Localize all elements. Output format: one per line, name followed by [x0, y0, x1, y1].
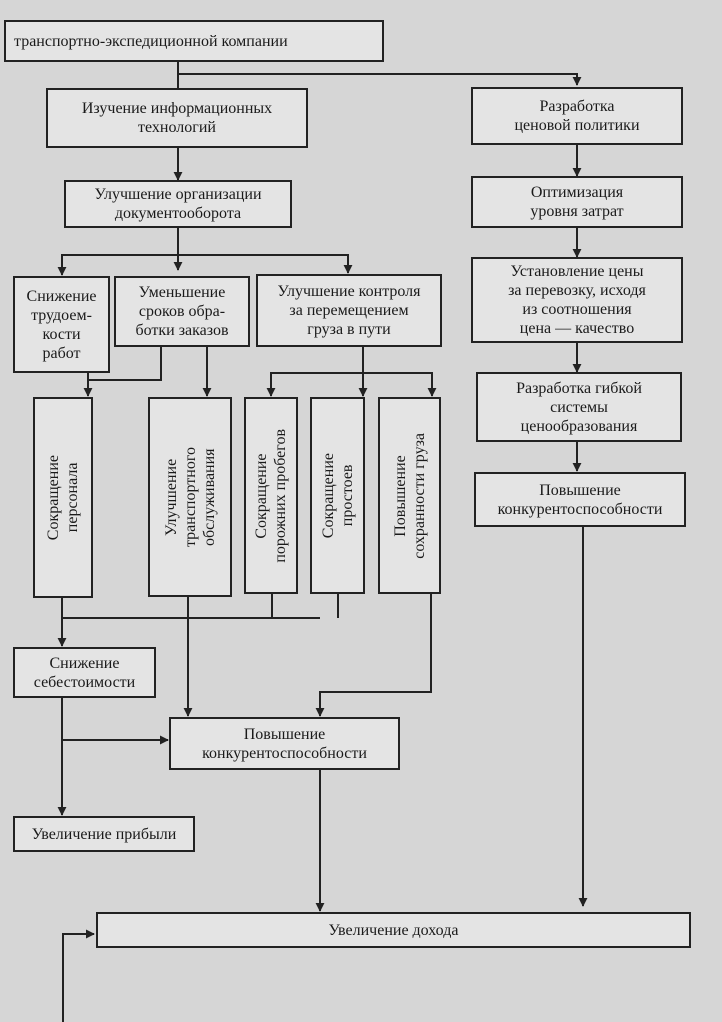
box-empty-runs: Сокращение порожних пробегов [244, 397, 298, 594]
box-profit: Увеличение прибыли [13, 816, 195, 852]
box-competitiveness-center: Повышение конкурентоспособности [169, 717, 400, 770]
box-order-time: Уменьшение сроков обра- ботки заказов [114, 276, 250, 347]
link-top-right [178, 73, 582, 86]
box-info-tech: Изучение информационных технологий [46, 88, 308, 148]
box-cost-reduction: Снижение себестоимости [13, 647, 156, 698]
box-cargo-safety: Повышение сохранности груза [378, 397, 441, 594]
link-split-left [57, 254, 178, 276]
box-set-price: Установление цены за перевозку, исходя и… [471, 257, 683, 343]
link-control-safety [363, 372, 437, 397]
link-feedback-income [62, 929, 95, 1022]
box-transport-service: Улучшение транспортного обслуживания [148, 397, 232, 597]
box-idle: Сокращение простоев [310, 397, 365, 594]
box-top: транспортно-экспедиционной компании [4, 20, 384, 62]
box-income: Увеличение дохода [96, 912, 691, 948]
link-safety-center [315, 594, 432, 717]
box-doc-flow: Улучшение организации документооборота [64, 180, 292, 228]
link-split-right [178, 254, 353, 274]
box-labor: Снижение трудоем- кости работ [13, 276, 110, 373]
box-competitiveness-right: Повышение конкурентоспособности [474, 472, 686, 527]
link-control-empty [266, 372, 363, 397]
link-vertical-merge [61, 598, 320, 619]
box-flex-pricing: Разработка гибкой системы ценообразовани… [476, 372, 682, 442]
box-staff: Сокращение персонала [33, 397, 93, 598]
box-cost-opt: Оптимизация уровня затрат [471, 176, 683, 228]
box-price-policy: Разработка ценовой политики [471, 87, 683, 145]
box-cargo-control: Улучшение контроля за перемещением груза… [256, 274, 442, 347]
link-order-staff [88, 347, 162, 381]
